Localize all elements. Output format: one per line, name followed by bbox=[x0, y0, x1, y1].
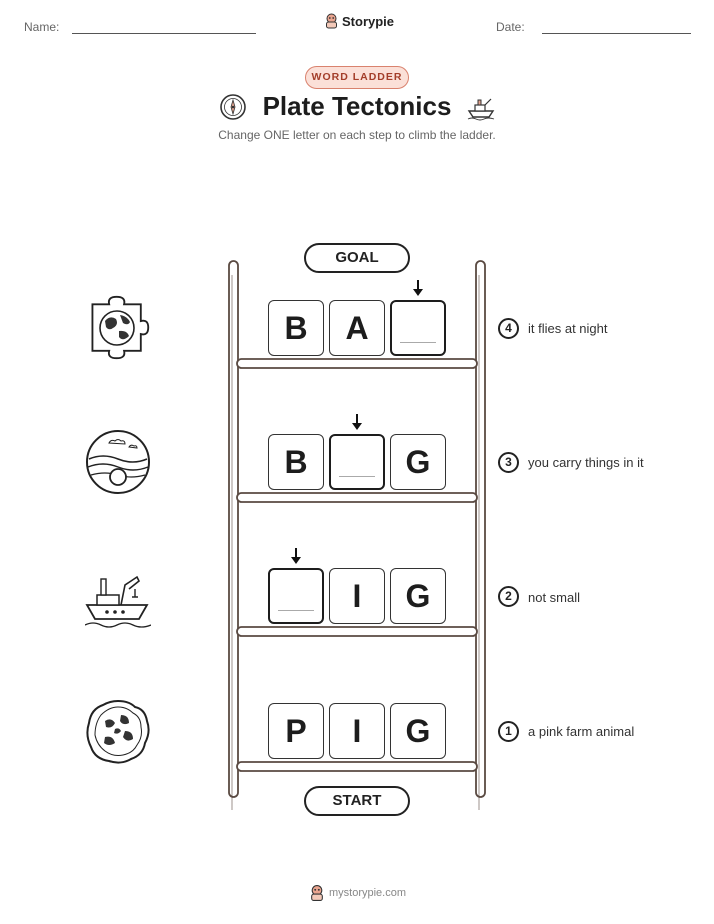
arrow-down-icon bbox=[291, 548, 301, 564]
start-label: START bbox=[304, 786, 410, 816]
letter-tile: B bbox=[268, 434, 324, 490]
letter-tile: I bbox=[329, 703, 385, 759]
arrow-down-icon bbox=[352, 414, 362, 430]
step-number: 2 bbox=[498, 586, 519, 607]
clue-text: a pink farm animal bbox=[528, 724, 635, 739]
footer-site-link[interactable]: mystorypie.com bbox=[329, 887, 407, 899]
clue-text: you carry things in it bbox=[528, 455, 644, 470]
letter-input-tile[interactable] bbox=[390, 300, 446, 356]
step-number: 3 bbox=[498, 452, 519, 473]
ship-icon bbox=[467, 98, 495, 121]
brand-logo: Storypie bbox=[324, 13, 394, 29]
letter-input-tile[interactable] bbox=[329, 434, 385, 490]
puzzle-globe-icon bbox=[91, 295, 150, 360]
activity-badge: WORD LADDER bbox=[305, 66, 409, 89]
letter-tile: G bbox=[390, 568, 446, 624]
goal-label: GOAL bbox=[304, 243, 410, 273]
letter-tile: G bbox=[390, 703, 446, 759]
letter-tile: G bbox=[390, 434, 446, 490]
storypie-mascot-icon bbox=[326, 13, 337, 29]
letter-input-tile[interactable] bbox=[268, 568, 324, 624]
letter-tile: B bbox=[268, 300, 324, 356]
earth-layers-icon bbox=[86, 430, 150, 494]
page-title: Plate Tectonics bbox=[262, 91, 452, 121]
brand-name: Storypie bbox=[342, 13, 395, 29]
rock-texture-icon bbox=[86, 699, 150, 764]
clue-text: it flies at night bbox=[528, 321, 608, 336]
instructions: Change ONE letter on each step to climb … bbox=[218, 128, 496, 142]
letter-tile: P bbox=[268, 703, 324, 759]
date-label: Date: bbox=[496, 20, 525, 34]
compass-icon bbox=[220, 94, 246, 120]
drilling-ship-icon bbox=[85, 575, 151, 628]
date-field-line[interactable] bbox=[542, 33, 691, 34]
step-number: 1 bbox=[498, 721, 519, 742]
name-field-line[interactable] bbox=[72, 33, 256, 34]
name-label: Name: bbox=[24, 20, 60, 34]
arrow-down-icon bbox=[413, 280, 423, 296]
storypie-mascot-icon bbox=[311, 885, 323, 901]
letter-tile: A bbox=[329, 300, 385, 356]
footer: mystorypie.com bbox=[309, 884, 406, 902]
step-number: 4 bbox=[498, 318, 519, 339]
clue-text: not small bbox=[528, 590, 581, 605]
letter-tile: I bbox=[329, 568, 385, 624]
